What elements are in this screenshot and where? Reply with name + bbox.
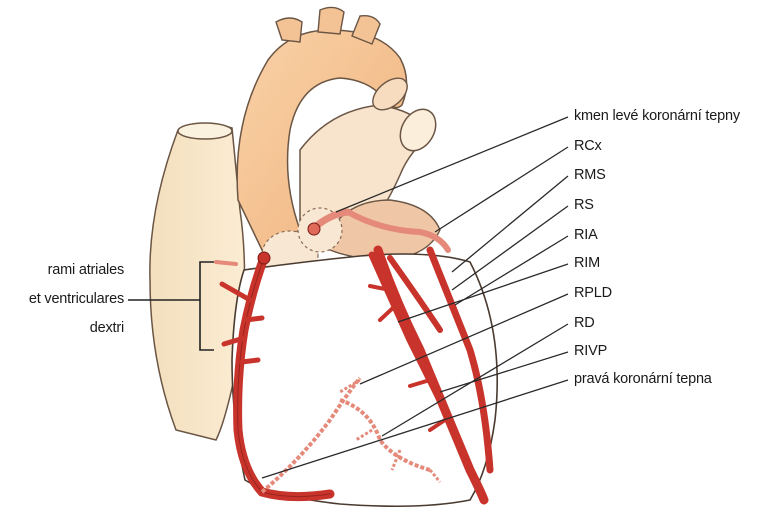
aortic-branch-2 [318, 7, 344, 34]
label-rivp: RIVP [574, 343, 607, 359]
label-rcx: RCx [574, 138, 602, 154]
label-rms: RMS [574, 167, 606, 183]
label-ria: RIA [574, 227, 598, 243]
label-rim: RIM [574, 255, 600, 271]
label-prava: pravá koronární tepna [574, 371, 712, 387]
label-kmen: kmen levé koronární tepny [574, 108, 740, 124]
ventricles [232, 254, 497, 506]
label-rami-line3: dextri [36, 320, 124, 336]
aortic-branch-1 [276, 18, 302, 42]
label-rami-line1: rami atriales [36, 262, 124, 278]
label-rpld: RPLD [574, 285, 612, 301]
vena-cava-opening [178, 123, 232, 139]
label-rami-line2: et ventriculares [6, 291, 124, 307]
label-rs: RS [574, 197, 594, 213]
vena-cava [150, 123, 245, 440]
label-rd: RD [574, 315, 595, 331]
